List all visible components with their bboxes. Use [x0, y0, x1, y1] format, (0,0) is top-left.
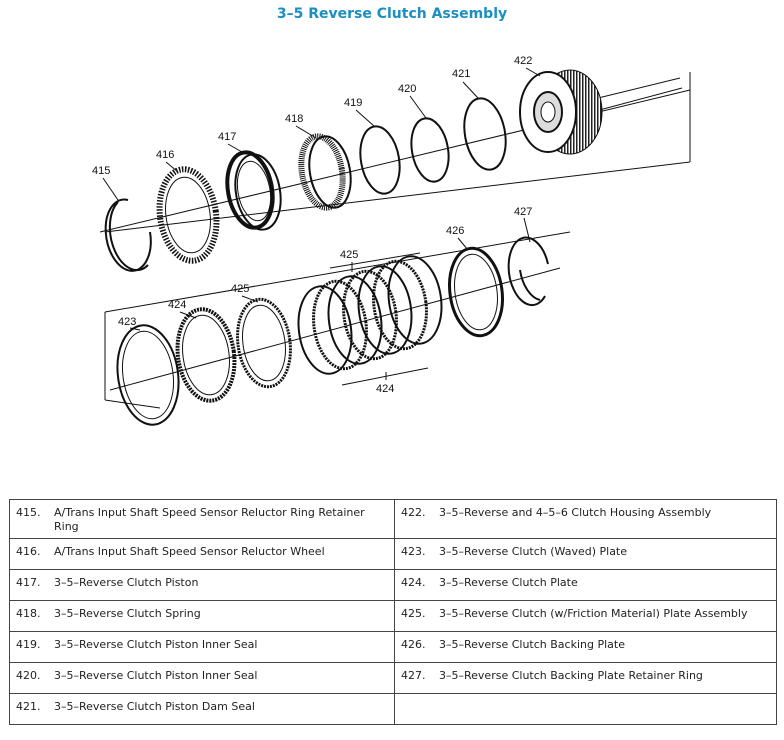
legend-cell: 418. 3–5–Reverse Clutch Spring	[9, 600, 395, 632]
part-427-retainer-ring	[507, 236, 549, 307]
legend-cell: 415. A/Trans Input Shaft Speed Sensor Rel…	[9, 499, 395, 539]
callout-420: 420	[398, 83, 416, 95]
parts-legend-table: 415. A/Trans Input Shaft Speed Sensor Rel…	[9, 499, 777, 725]
callout-419: 419	[344, 97, 362, 109]
callout-421: 421	[452, 68, 470, 80]
part-419-inner-seal	[359, 125, 401, 195]
part-description: 3–5–Reverse Clutch (w/Friction Material)…	[439, 607, 748, 620]
legend-cell: 422. 3–5–Reverse and 4–5–6 Clutch Housing…	[394, 499, 777, 539]
legend-cell: 420. 3–5–Reverse Clutch Piston Inner Seal	[9, 662, 395, 694]
table-row: 416. A/Trans Input Shaft Speed Sensor Rel…	[9, 538, 777, 570]
part-number: 422.	[401, 506, 426, 519]
part-415-retainer-ring	[104, 198, 152, 272]
legend-cell: 416. A/Trans Input Shaft Speed Sensor Rel…	[9, 538, 395, 570]
part-424-clutch-plate	[175, 307, 237, 403]
table-row: 417. 3–5–Reverse Clutch Piston 424. 3–5–Rev…	[9, 569, 777, 601]
table-row: 420. 3–5–Reverse Clutch Piston Inner Seal…	[9, 662, 777, 694]
part-425-friction-plate	[236, 297, 292, 389]
legend-cell: 423. 3–5–Reverse Clutch (Waved) Plate	[394, 538, 777, 570]
legend-cell	[394, 693, 777, 725]
part-426-backing-plate	[448, 246, 504, 338]
part-description: 3–5–Reverse Clutch Piston Dam Seal	[54, 700, 255, 713]
callout-418: 418	[285, 113, 303, 125]
clutch-plate-stack	[297, 252, 443, 386]
part-number: 425.	[401, 607, 426, 620]
part-422-clutch-housing	[519, 69, 683, 155]
table-row: 419. 3–5–Reverse Clutch Piston Inner Seal…	[9, 631, 777, 663]
part-description: 3–5–Reverse Clutch Plate	[439, 576, 578, 589]
part-description: A/Trans Input Shaft Speed Sensor Relucto…	[54, 506, 365, 533]
table-row: 418. 3–5–Reverse Clutch Spring 425. 3–5–Rev…	[9, 600, 777, 632]
legend-cell: 419. 3–5–Reverse Clutch Piston Inner Seal	[9, 631, 395, 663]
legend-cell: 425. 3–5–Reverse Clutch (w/Friction Mater…	[394, 600, 777, 632]
callout-427: 427	[514, 206, 532, 218]
callout-425-stack: 425	[340, 249, 358, 261]
part-description: 3–5–Reverse Clutch Piston Inner Seal	[54, 669, 258, 682]
part-number: 424.	[401, 576, 426, 589]
legend-cell: 427. 3–5–Reverse Clutch Backing Plate Ret…	[394, 662, 777, 694]
callout-425: 425	[231, 283, 249, 295]
table-row: 421. 3–5–Reverse Clutch Piston Dam Seal	[9, 693, 777, 725]
exploded-view-diagram: 415 416 417 418 419 420 421 422 423 424 …	[0, 30, 784, 480]
legend-cell: 424. 3–5–Reverse Clutch Plate	[394, 569, 777, 601]
part-number: 417.	[16, 576, 41, 589]
callout-417: 417	[218, 131, 236, 143]
part-description: 3–5–Reverse Clutch Backing Plate Retaine…	[439, 669, 703, 682]
part-number: 420.	[16, 669, 41, 682]
part-description: 3–5–Reverse Clutch Spring	[54, 607, 201, 620]
legend-cell: 421. 3–5–Reverse Clutch Piston Dam Seal	[9, 693, 395, 725]
part-number: 415.	[16, 506, 41, 519]
part-description: 3–5–Reverse Clutch Piston	[54, 576, 199, 589]
callout-415: 415	[92, 165, 110, 177]
part-number: 418.	[16, 607, 41, 620]
part-420-inner-seal	[410, 117, 450, 183]
part-number: 419.	[16, 638, 41, 651]
callout-424: 424	[168, 299, 186, 311]
part-418-clutch-spring	[298, 133, 352, 211]
part-417-clutch-piston	[225, 150, 282, 231]
part-423-waved-plate	[116, 324, 180, 426]
legend-cell: 417. 3–5–Reverse Clutch Piston	[9, 569, 395, 601]
part-number: 421.	[16, 700, 41, 713]
part-number: 426.	[401, 638, 426, 651]
part-description: 3–5–Reverse Clutch Backing Plate	[439, 638, 625, 651]
callout-423: 423	[118, 316, 136, 328]
part-description: 3–5–Reverse and 4–5–6 Clutch Housing Ass…	[439, 506, 712, 519]
part-description: 3–5–Reverse Clutch (Waved) Plate	[439, 545, 628, 558]
part-number: 416.	[16, 545, 41, 558]
part-number: 423.	[401, 545, 426, 558]
callout-416: 416	[156, 149, 174, 161]
part-421-dam-seal	[463, 97, 507, 171]
diagram-title: 3–5 Reverse Clutch Assembly	[276, 6, 508, 22]
part-number: 427.	[401, 669, 426, 682]
callout-426: 426	[446, 225, 464, 237]
part-416-reluctor-wheel	[156, 166, 220, 264]
callout-424-stack: 424	[376, 383, 394, 395]
part-description: A/Trans Input Shaft Speed Sensor Relucto…	[54, 545, 325, 558]
table-row: 415. A/Trans Input Shaft Speed Sensor Rel…	[9, 499, 777, 539]
callout-422: 422	[514, 55, 532, 67]
part-description: 3–5–Reverse Clutch Piston Inner Seal	[54, 638, 258, 651]
legend-cell: 426. 3–5–Reverse Clutch Backing Plate	[394, 631, 777, 663]
